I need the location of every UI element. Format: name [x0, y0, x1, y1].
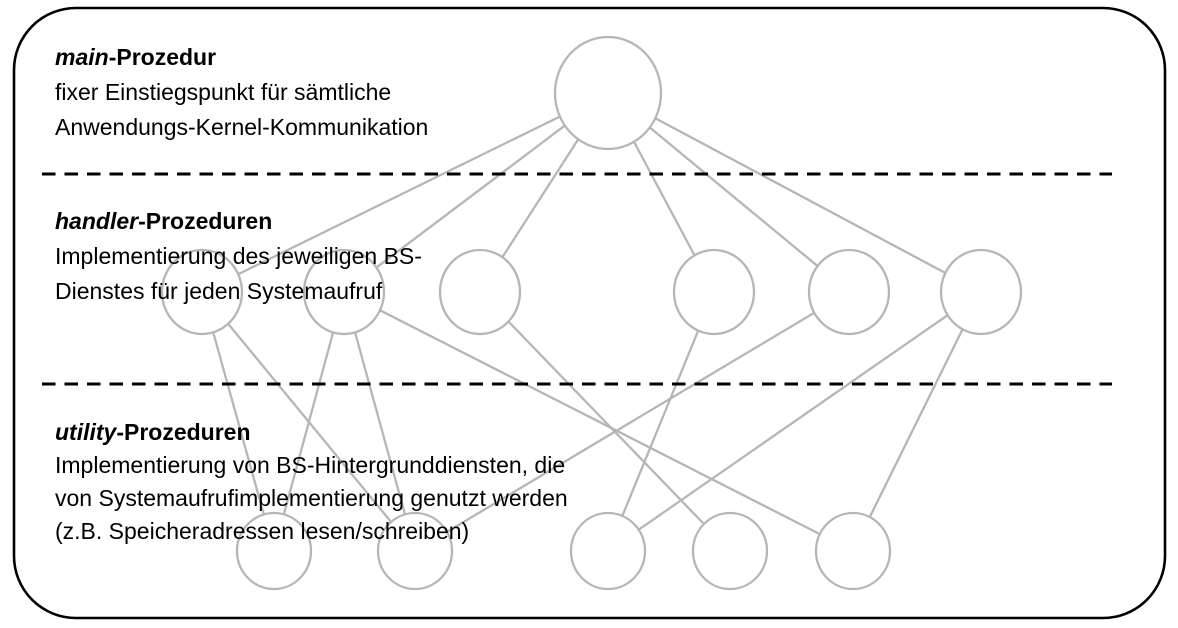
section-main-line-1: fixer Einstiegspunkt für sämtliche	[55, 79, 392, 105]
edge-M6-B3-line	[607, 291, 982, 552]
edge-T-M6-line	[607, 91, 982, 294]
section-handler-title: handler-Prozeduren	[55, 204, 422, 239]
section-main-title-rest: -Prozedur	[108, 44, 217, 70]
main-procedure-node-T	[553, 35, 663, 151]
section-utility-line-1: Implementierung von BS-Hintergrunddienst…	[55, 452, 566, 478]
handler-procedure-node-M2	[302, 248, 386, 336]
handler-procedure-node-M6	[939, 248, 1023, 336]
section-utility: utility-Prozeduren Implementierung von B…	[55, 416, 568, 548]
section-utility-title: utility-Prozeduren	[55, 416, 568, 449]
handler-procedure-node-M1	[160, 248, 244, 336]
utility-procedure-node-B2	[376, 511, 454, 591]
edge-T-M1-line	[201, 91, 609, 294]
section-utility-title-italic: utility	[55, 419, 117, 445]
section-handler-line-2: Dienstes für jeden Systemaufruf	[55, 278, 383, 304]
section-utility-line-2: von Systemaufrufimplementierung genutzt …	[55, 485, 568, 511]
edge-M2-B2-line	[342, 291, 417, 552]
section-handler-title-italic: handler	[55, 208, 139, 234]
utility-procedure-node-B3	[569, 511, 647, 591]
handler-procedure-node-M4	[672, 248, 756, 336]
utility-procedure-node-B1	[235, 511, 313, 591]
edge-M5-B2-line	[414, 291, 850, 552]
section-main-title-italic: main	[55, 44, 109, 70]
section-handler: handler-Prozeduren Implementierung des j…	[55, 204, 422, 309]
outer-rounded-border	[12, 6, 1167, 620]
utility-procedure-node-B5	[814, 511, 892, 591]
section-handler-line-1: Implementierung des jeweiligen BS-	[55, 243, 422, 269]
edge-M2-B5-line	[343, 290, 854, 553]
section-main-title: main-Prozedur	[55, 40, 428, 75]
handler-procedure-node-M5	[807, 248, 891, 336]
section-main: main-Prozedur fixer Einstiegspunkt für s…	[55, 40, 428, 145]
utility-procedure-node-B4	[691, 511, 769, 591]
edge-M1-B1-line	[200, 291, 276, 552]
edge-M6-B5-line	[851, 291, 983, 552]
section-main-line-2: Anwendungs-Kernel-Kommunikation	[55, 114, 429, 140]
section-utility-line-3: (z.B. Speicheradressen lesen/schreiben)	[55, 518, 470, 544]
edge-M4-B3-line	[606, 291, 716, 552]
handler-procedure-node-M3	[438, 248, 522, 336]
edge-M2-B1-line	[272, 291, 346, 552]
edge-M3-B4-line	[479, 291, 731, 552]
section-utility-title-rest: -Prozeduren	[116, 419, 251, 445]
section-handler-title-rest: -Prozeduren	[138, 208, 273, 234]
